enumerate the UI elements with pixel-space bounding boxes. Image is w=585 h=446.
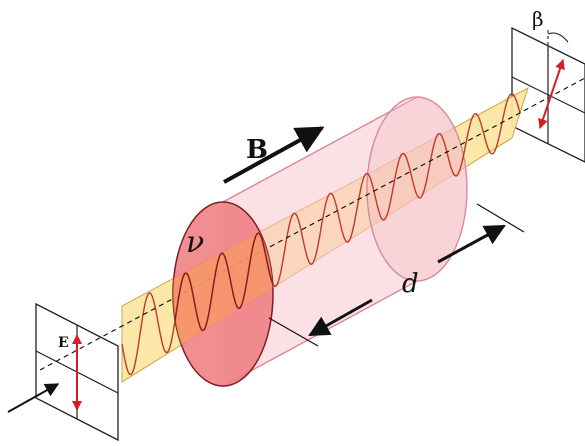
- length-dimension: [268, 203, 525, 347]
- incoming-light-arrow: [7, 383, 60, 413]
- cylinder-back-face: [366, 96, 468, 282]
- length-label: d: [402, 269, 419, 299]
- verdet-constant-label: ν: [186, 225, 204, 260]
- rotation-angle-arc: [547, 32, 569, 43]
- output-polarization-arrow: [538, 59, 565, 129]
- electric-field-label: E: [58, 335, 69, 351]
- rotation-angle-label: β: [532, 7, 544, 31]
- optical-axis: [39, 77, 585, 371]
- magnetic-field-label: B: [246, 135, 268, 165]
- cylinder-front-face: [172, 201, 274, 387]
- magnetic-field-arrow: [223, 126, 325, 184]
